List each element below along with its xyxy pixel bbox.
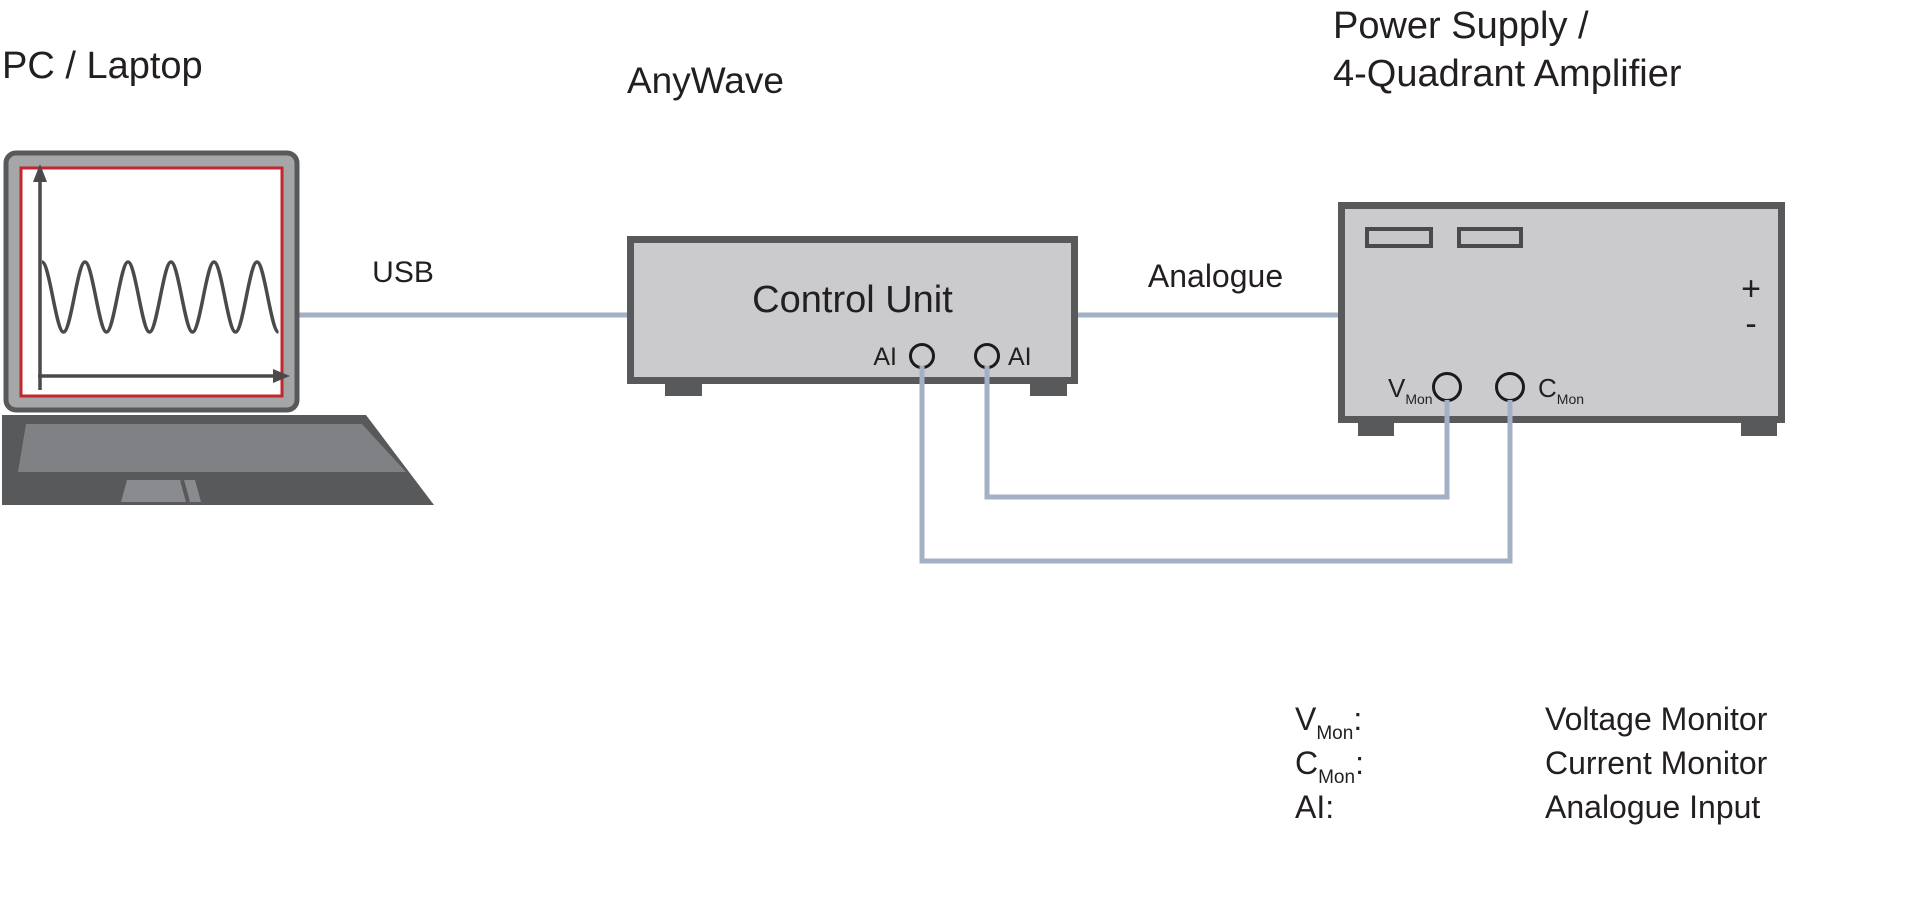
laptop-screen-display bbox=[19, 166, 284, 398]
cmon-connector bbox=[1495, 372, 1525, 402]
power-supply-foot-right bbox=[1741, 419, 1777, 436]
laptop-screen bbox=[3, 150, 300, 413]
legend-symbol: VMon: bbox=[1295, 700, 1545, 744]
power-supply-slot-1 bbox=[1365, 227, 1433, 248]
legend-symbol-colon: : bbox=[1325, 789, 1335, 825]
legend-row-cmon: CMon: Current Monitor bbox=[1295, 744, 1767, 788]
legend-description: Current Monitor bbox=[1545, 745, 1768, 781]
analogue-label: Analogue bbox=[1147, 258, 1284, 294]
vmon-connector bbox=[1432, 372, 1462, 402]
cmon-symbol: C bbox=[1538, 373, 1557, 403]
y-axis-arrow bbox=[33, 164, 47, 182]
legend-description: Analogue Input bbox=[1545, 789, 1761, 825]
vmon-symbol: V bbox=[1388, 373, 1406, 403]
legend-symbol-colon: : bbox=[1355, 745, 1364, 781]
usb-label: USB bbox=[372, 256, 434, 289]
laptop-touchpad bbox=[121, 480, 201, 502]
ai-port-right-connector bbox=[974, 343, 1000, 369]
sine-wave bbox=[40, 260, 281, 334]
plus-terminal-label: + bbox=[1741, 270, 1761, 308]
legend-symbol: AI: bbox=[1295, 788, 1545, 832]
control-unit-box: Control Unit AI AI bbox=[627, 236, 1078, 384]
minus-terminal-label: - bbox=[1745, 305, 1757, 343]
legend: VMon: Voltage Monitor CMon: Current Moni… bbox=[1295, 700, 1767, 832]
legend-symbol: CMon: bbox=[1295, 744, 1545, 788]
power-supply-title-line1: Power Supply / bbox=[1333, 5, 1589, 47]
legend-row-ai: AI: Analogue Input bbox=[1295, 788, 1767, 832]
legend-symbol-text: AI bbox=[1295, 789, 1326, 825]
power-supply-title: Power Supply / 4-Quadrant Amplifier bbox=[1333, 2, 1682, 98]
cmon-label: CMon bbox=[1538, 373, 1585, 407]
power-supply-box: + - VMon CMon bbox=[1338, 202, 1785, 423]
laptop-illustration bbox=[2, 150, 434, 505]
touchpad-divider bbox=[180, 479, 190, 503]
power-supply-slot-2 bbox=[1457, 227, 1523, 248]
ai-port-left-label: AI bbox=[873, 343, 897, 371]
legend-symbol-text: V bbox=[1295, 701, 1317, 737]
legend-symbol-colon: : bbox=[1353, 701, 1363, 737]
laptop-keyboard-area bbox=[18, 424, 406, 472]
control-unit-foot-left bbox=[665, 380, 702, 396]
ai-port-left-connector bbox=[909, 343, 935, 369]
pc-laptop-label: PC / Laptop bbox=[2, 45, 203, 87]
vmon-subscript: Mon bbox=[1405, 391, 1433, 407]
legend-description: Voltage Monitor bbox=[1545, 701, 1768, 737]
power-supply-title-line2: 4-Quadrant Amplifier bbox=[1333, 53, 1682, 95]
anywave-label: AnyWave bbox=[627, 60, 784, 101]
legend-row-vmon: VMon: Voltage Monitor bbox=[1295, 700, 1767, 744]
laptop-base bbox=[2, 415, 434, 505]
legend-symbol-subscript: Mon bbox=[1316, 723, 1354, 744]
vmon-label: VMon bbox=[1388, 373, 1433, 407]
control-unit-title: Control Unit bbox=[752, 279, 953, 321]
legend-symbol-text: C bbox=[1295, 745, 1319, 781]
legend-symbol-subscript: Mon bbox=[1318, 767, 1356, 788]
ai-port-right-label: AI bbox=[1008, 343, 1032, 371]
waveform-plot bbox=[33, 164, 290, 390]
cmon-subscript: Mon bbox=[1556, 391, 1585, 407]
x-axis-arrow bbox=[273, 369, 290, 383]
